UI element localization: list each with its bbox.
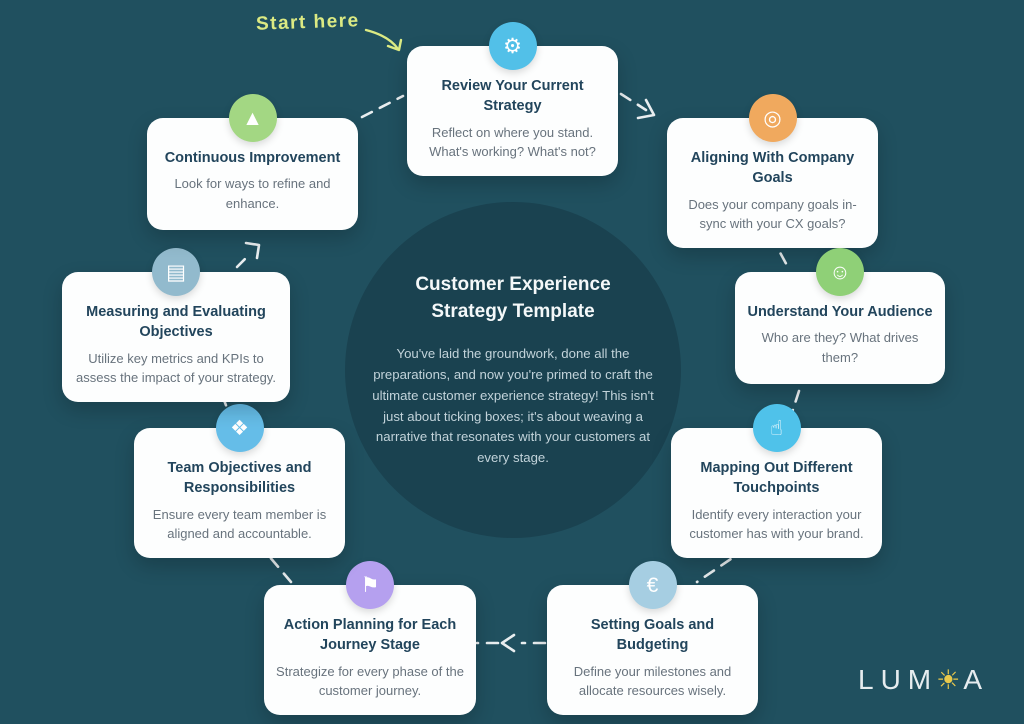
step-description: Reflect on where you stand. What's worki… (429, 124, 596, 160)
arrowhead-left-icon (500, 633, 516, 653)
step-title: Review Your Current Strategy (441, 78, 584, 115)
collaboration-icon: ❖ (215, 404, 264, 452)
people-icon: ☺ (816, 248, 864, 296)
step-title: Continuous Improvement (164, 150, 341, 166)
step-description: Look for ways to refine and enhance. (174, 176, 331, 211)
arrowhead-down-right-icon (636, 98, 656, 120)
money-bag-icon-glyph: € (646, 573, 659, 597)
gear-icon: ⚙ (488, 22, 537, 70)
step-title: Mapping Out Different Touchpoints (700, 460, 853, 497)
step-description: Strategize for every phase of the custom… (276, 663, 464, 699)
step-card-review-strategy: ⚙ Review Your Current Strategy Reflect o… (407, 22, 618, 176)
rocket-icon: ▲ (228, 94, 277, 142)
step-card-action-planning: ⚑ Action Planning for Each Journey Stage… (264, 561, 476, 715)
rocket-icon-glyph: ▲ (242, 106, 263, 130)
step-card-goals-budgeting: € Setting Goals and Budgeting Define you… (547, 561, 758, 715)
step-title: Understand Your Audience (747, 304, 933, 320)
target-icon: ◎ (748, 94, 797, 142)
lumoa-logo: LUM ☀ A (858, 664, 989, 696)
start-here-arrowhead-icon (386, 38, 403, 52)
step-title: Aligning With Company Goals (690, 150, 855, 187)
collaboration-icon-glyph: ❖ (230, 416, 249, 440)
clipboard-icon-glyph: ▤ (166, 260, 186, 284)
step-card-continuous-improvement: ▲ Continuous Improvement Look for ways t… (147, 94, 358, 230)
people-icon-glyph: ☺ (829, 260, 851, 284)
start-here-label: Start here (255, 10, 361, 35)
journey-flag-icon: ⚑ (346, 561, 394, 609)
step-card-understand-audience: ☺ Understand Your Audience Who are they?… (735, 248, 945, 384)
start-here-arrow (364, 28, 400, 51)
arrowhead-up-right-icon (244, 241, 261, 260)
step-card-company-goals: ◎ Aligning With Company Goals Does your … (667, 94, 878, 248)
clipboard-icon: ▤ (152, 248, 200, 296)
connector-8-9 (235, 252, 252, 269)
step-description: Ensure every team member is aligned and … (152, 506, 327, 542)
step-description: Identify every interaction your customer… (689, 506, 864, 542)
connector-1-2 (619, 92, 648, 112)
connector-9-1 (360, 94, 405, 119)
gear-icon-glyph: ⚙ (503, 34, 522, 58)
step-description: Utilize key metrics and KPIs to assess t… (76, 350, 276, 386)
step-card-touchpoints: ☝ Mapping Out Different Touchpoints Iden… (671, 404, 882, 558)
step-description: Does your company goals in-sync with you… (688, 196, 857, 232)
step-description: Who are they? What drives them? (761, 330, 919, 365)
sun-icon: ☀ (936, 664, 961, 695)
step-card-team-objectives: ❖ Team Objectives and Responsibilities E… (134, 404, 345, 558)
touch-pointer-icon: ☝ (752, 404, 801, 452)
step-card-measuring-objectives: ▤ Measuring and Evaluating Objectives Ut… (62, 248, 290, 402)
target-icon-glyph: ◎ (763, 106, 782, 130)
logo-text-left: LUM (858, 664, 939, 695)
money-bag-icon: € (628, 561, 677, 609)
step-title: Action Planning for Each Journey Stage (283, 617, 457, 654)
diagram-title: Customer Experience Strategy Template (415, 273, 611, 323)
journey-flag-icon-glyph: ⚑ (360, 573, 380, 597)
step-title: Measuring and Evaluating Objectives (86, 304, 266, 341)
step-title: Team Objectives and Responsibilities (167, 460, 312, 497)
diagram-description: You've laid the groundwork, done all the… (372, 345, 654, 466)
center-circle: Customer Experience Strategy Template Yo… (345, 202, 681, 538)
touch-pointer-icon-glyph: ☝ (770, 416, 783, 440)
logo-text-right: A (963, 664, 990, 695)
step-description: Define your milestones and allocate reso… (573, 663, 732, 699)
step-title: Setting Goals and Budgeting (590, 617, 715, 654)
